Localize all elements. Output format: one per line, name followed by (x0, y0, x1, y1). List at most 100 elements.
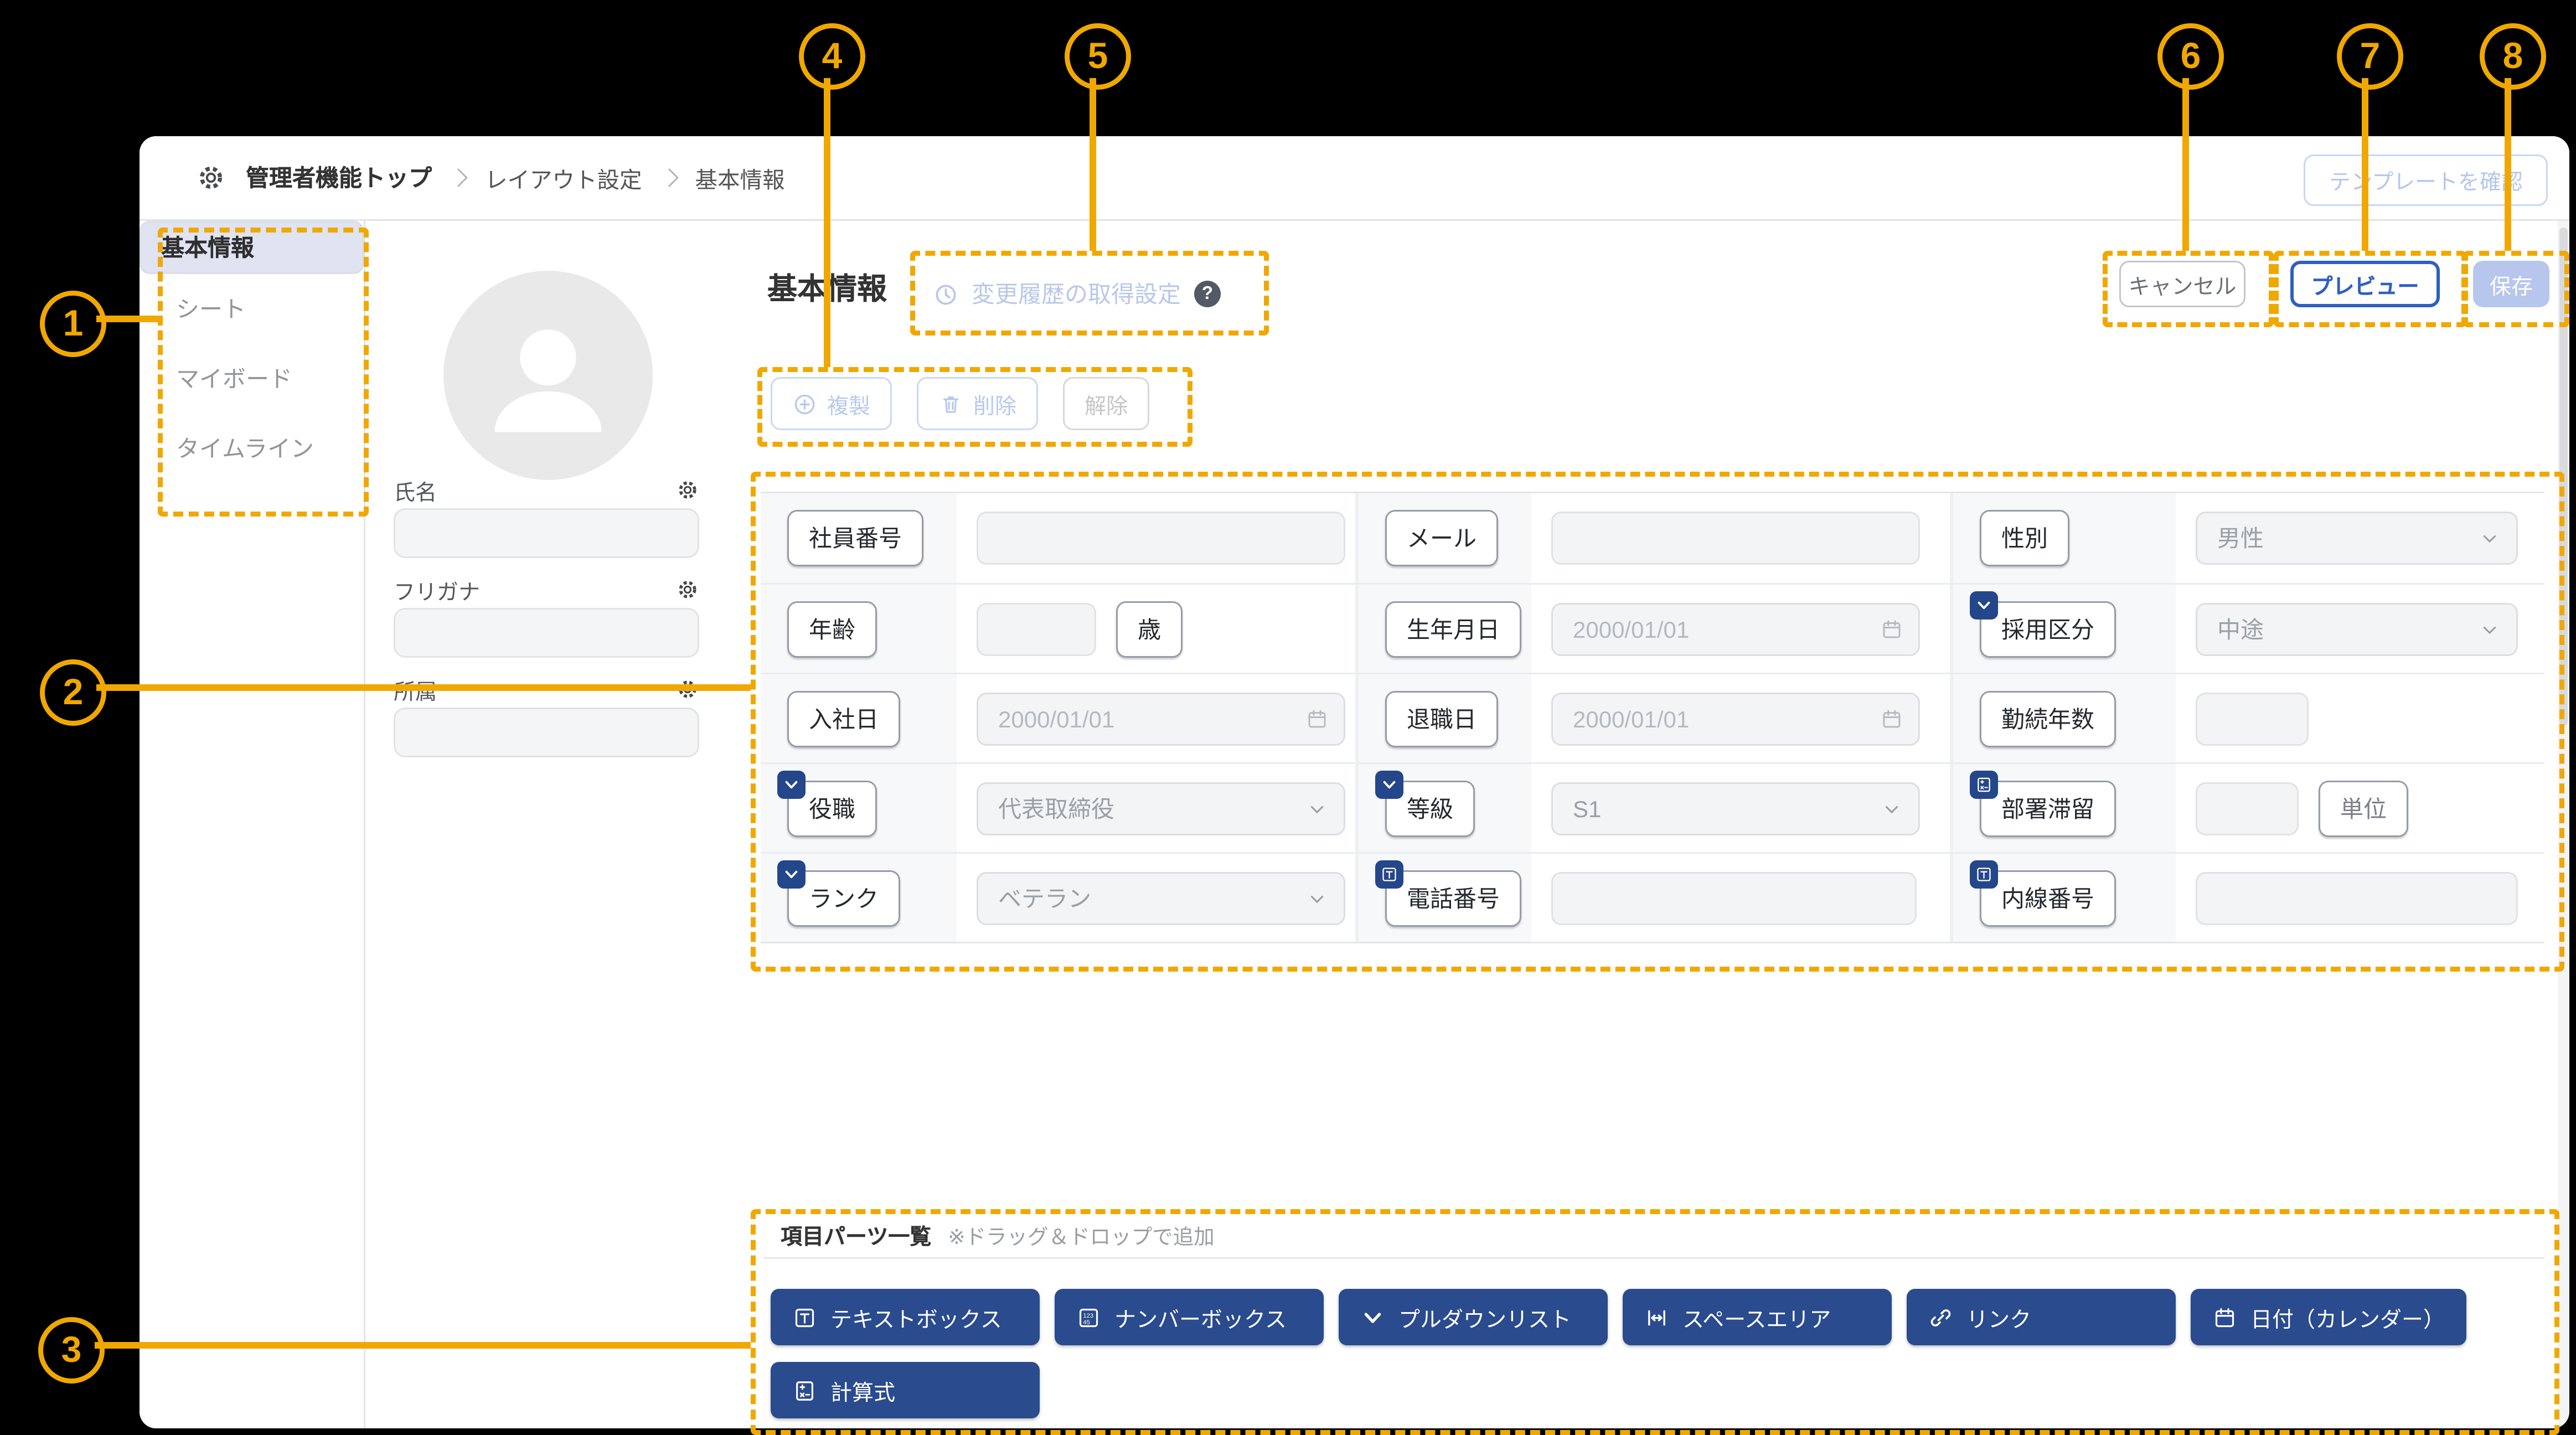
app-window: 管理者機能トップレイアウト設定基本情報 テンプレートを確認 基本情報シートマイボ… (140, 136, 2569, 1428)
annotation-number: 5 (1065, 23, 1131, 90)
gear-icon (196, 163, 226, 193)
field-label[interactable]: 年齢 (787, 600, 877, 657)
profile-field-input[interactable] (394, 508, 699, 558)
field-label[interactable]: 採用区分 (1970, 590, 2116, 657)
field-label[interactable]: 内線番号 (1970, 859, 2116, 926)
field-type-badge-calc-icon (1970, 770, 1998, 798)
part-button[interactable]: 計算式 (771, 1362, 1040, 1418)
annotation-number: 8 (2480, 23, 2546, 90)
field-select[interactable]: S1 (1551, 781, 1920, 835)
save-button[interactable]: 保存 (2473, 261, 2549, 307)
part-text-box-icon (792, 1305, 817, 1330)
grid-cell: メール (1355, 493, 1950, 583)
field-date-input[interactable]: 2000/01/01 (1551, 691, 1920, 745)
part-arrows-h-icon (1644, 1305, 1669, 1330)
label-zone: 勤続年数 (1953, 674, 2176, 762)
field-label[interactable]: 勤続年数 (1980, 690, 2116, 747)
scrollbar-track (2558, 221, 2569, 1428)
label-zone: 役職 (761, 764, 957, 852)
field-date-input[interactable]: 2000/01/01 (977, 691, 1345, 745)
history-setting-link[interactable]: 変更履歴の取得設定 ? (933, 277, 1221, 311)
field-label[interactable]: ランク (777, 859, 900, 926)
label-zone: ランク (761, 854, 957, 942)
field-label[interactable]: 役職 (777, 770, 877, 837)
profile-field-header: 所属 (394, 678, 699, 704)
label-zone: 生年月日 (1359, 585, 1531, 673)
annotation-number: 6 (2157, 23, 2224, 90)
field-input[interactable] (977, 602, 1096, 655)
preview-button[interactable]: プレビュー (2290, 261, 2440, 307)
field-select[interactable]: 男性 (2196, 512, 2518, 565)
label-zone: 等級 (1359, 764, 1531, 852)
annotation-number: 7 (2337, 23, 2403, 90)
toolbar-button[interactable]: 解除 (1063, 377, 1150, 430)
calendar-icon (1305, 707, 1329, 730)
part-button[interactable]: 日付（カレンダー） (2191, 1289, 2466, 1345)
grid-cell: 内線番号 (1950, 854, 2544, 942)
grid-cell: 性別 男性 (1950, 493, 2544, 583)
field-input[interactable] (1551, 512, 1920, 565)
profile-field-input[interactable] (394, 708, 699, 757)
field-input[interactable] (2196, 691, 2309, 745)
chevron-down-icon (1880, 797, 1903, 820)
field-label[interactable]: 性別 (1980, 510, 2069, 566)
label-zone: 退職日 (1359, 674, 1531, 762)
toolbar-button[interactable]: 複製 (771, 377, 892, 430)
field-select[interactable]: ベテラン (977, 871, 1345, 925)
cancel-button[interactable]: キャンセル (2119, 261, 2245, 307)
svg-text:45: 45 (1083, 1318, 1090, 1325)
field-label[interactable]: 単位 (2319, 780, 2408, 837)
field-label[interactable]: 等級 (1375, 770, 1475, 837)
field-label[interactable]: 生年月日 (1385, 600, 1521, 657)
field-input[interactable] (2196, 871, 2518, 925)
field-input[interactable] (1551, 871, 1917, 925)
breadcrumb: 管理者機能トップ レイアウト設定 基本情報 (196, 161, 785, 194)
sidebar-item[interactable]: タイムライン (176, 435, 314, 462)
field-date-input[interactable]: 2000/01/01 (1551, 602, 1920, 655)
part-button[interactable]: プルダウンリスト (1339, 1289, 1608, 1345)
field-label[interactable]: 社員番号 (787, 510, 923, 566)
sidebar-item[interactable]: 基本情報 (140, 221, 364, 274)
field-input[interactable] (977, 512, 1345, 565)
sidebar-item[interactable]: シート (176, 296, 246, 322)
part-button[interactable]: リンク (1907, 1289, 2176, 1345)
grid-cell: 採用区分 中途 (1950, 585, 2544, 673)
parts-row-2: 計算式 (771, 1362, 1040, 1418)
clock-icon (933, 282, 958, 307)
profile-field-input[interactable] (394, 608, 699, 658)
field-settings-gear-icon[interactable] (676, 478, 699, 502)
field-label[interactable]: 歳 (1116, 600, 1183, 657)
breadcrumb-item[interactable]: 管理者機能トップ (246, 164, 432, 191)
annotation-number: 1 (40, 291, 106, 357)
grid-cell: 部署滞留 単位 (1950, 764, 2544, 852)
part-button[interactable]: スペースエリア (1623, 1289, 1892, 1345)
field-label[interactable]: メール (1385, 510, 1498, 566)
help-icon[interactable]: ? (1194, 281, 1221, 307)
field-input[interactable] (2196, 781, 2299, 835)
field-select[interactable]: 中途 (2196, 602, 2518, 655)
scrollbar-thumb[interactable] (2559, 228, 2568, 726)
grid-cell: 生年月日 2000/01/01 (1355, 585, 1950, 673)
field-label[interactable]: 電話番号 (1375, 859, 1521, 926)
grid-row: 入社日 2000/01/01 退職日 2000/01/01 勤続年数 (761, 673, 2544, 762)
breadcrumb-item: 基本情報 (695, 168, 785, 193)
sidebar-item[interactable]: マイボード (176, 365, 292, 392)
breadcrumb-separator-icon (449, 168, 468, 187)
part-button[interactable]: テキストボックス (771, 1289, 1040, 1345)
field-label[interactable]: 入社日 (787, 690, 900, 747)
grid-cell: ランク ベテラン (761, 854, 1355, 942)
grid-cell: 等級 S1 (1355, 764, 1950, 852)
field-label[interactable]: 部署滞留 (1970, 770, 2116, 837)
toolbar-button[interactable]: 削除 (917, 377, 1039, 430)
field-type-badge-text-icon (1970, 859, 1998, 888)
parts-panel-divider (764, 1257, 2544, 1259)
label-zone: 採用区分 (1953, 585, 2176, 673)
field-settings-gear-icon[interactable] (676, 578, 699, 601)
check-template-button[interactable]: テンプレートを確認 (2304, 154, 2548, 206)
grid-cell: 入社日 2000/01/01 (761, 674, 1355, 762)
field-select[interactable]: 代表取締役 (977, 781, 1345, 835)
breadcrumb-item[interactable]: レイアウト設定 (485, 168, 642, 193)
field-settings-gear-icon[interactable] (676, 678, 699, 701)
field-label[interactable]: 退職日 (1385, 690, 1498, 747)
